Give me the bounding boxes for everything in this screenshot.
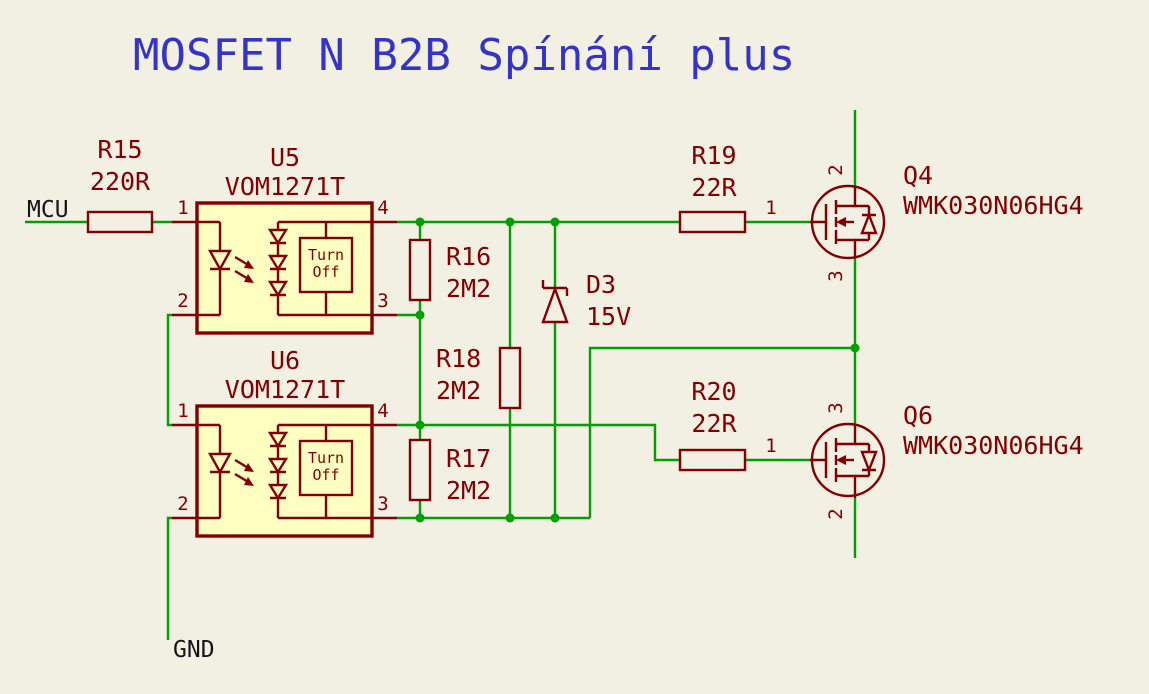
q4-source-tap — [836, 238, 857, 258]
r15-ref-label: R15 — [97, 135, 142, 164]
component-r16[interactable] — [408, 238, 432, 302]
r17-body — [408, 438, 432, 502]
junction-dot — [415, 310, 425, 320]
wire-source-link — [588, 346, 855, 518]
wire-u5-to-u6 — [166, 313, 172, 427]
q6-body-diode-triangle — [860, 450, 878, 474]
r17-ref-label: R17 — [446, 444, 491, 473]
r17-value-label: 2M2 — [446, 476, 491, 505]
component-u6[interactable] — [172, 404, 397, 538]
u5-pin-stubs — [172, 220, 397, 317]
junction-dot — [415, 513, 425, 523]
component-d3[interactable] — [541, 280, 569, 324]
component-q6[interactable] — [810, 422, 886, 498]
q4-value-label: WMK030N06HG4 — [903, 191, 1084, 220]
r19-body — [678, 210, 747, 234]
u6-turnoff-line1: Turn — [308, 449, 344, 467]
junction-dot — [505, 217, 515, 227]
q6-ref-label: Q6 — [903, 401, 933, 430]
r18-ref-label: R18 — [436, 344, 481, 373]
u6-turnoff-line2: Off — [312, 466, 339, 484]
u6-pin3-number: 3 — [377, 493, 388, 515]
d3-anode-triangle — [541, 285, 569, 324]
wire-to-gnd — [166, 516, 172, 640]
r20-value-label: 22R — [691, 409, 737, 438]
r20-ref-label: R20 — [691, 377, 736, 406]
component-u5[interactable] — [172, 201, 397, 335]
junction-dots — [415, 217, 860, 523]
q4-body-diode — [855, 204, 876, 242]
q6-source-pin-number: 3 — [825, 402, 847, 413]
r18-value-label: 2M2 — [436, 376, 481, 405]
u6-ref-label: U6 — [270, 346, 300, 375]
q4-body-diode-triangle — [860, 211, 878, 235]
u6-pin4-number: 4 — [377, 400, 388, 422]
net-label-gnd: GND — [173, 637, 215, 663]
q6-body-diode — [855, 442, 876, 478]
u6-pin1-number: 1 — [177, 400, 188, 422]
junction-dot — [550, 513, 560, 523]
junction-dot — [415, 217, 425, 227]
component-r18[interactable] — [498, 346, 522, 410]
u5-turnoff-line2: Off — [312, 263, 339, 281]
q6-value-label: WMK030N06HG4 — [903, 431, 1084, 460]
r19-value-label: 22R — [691, 173, 737, 202]
component-r17[interactable] — [408, 438, 432, 502]
component-r15[interactable] — [86, 210, 154, 234]
d3-value-label: 15V — [586, 302, 631, 331]
u6-value-label: VOM1271T — [225, 375, 345, 404]
u6-pin-stubs — [172, 423, 397, 520]
wire-u6-pin4-to-r20 — [397, 423, 680, 462]
net-label-mcu: MCU — [27, 197, 69, 223]
r18-body — [498, 346, 522, 410]
u5-pin4-number: 4 — [377, 197, 388, 219]
u5-pin2-number: 2 — [177, 290, 188, 312]
component-r20[interactable] — [678, 448, 747, 472]
d3-ref-label: D3 — [586, 270, 616, 299]
junction-dot — [850, 343, 860, 353]
q4-gate-pin-number: 1 — [765, 197, 776, 219]
u5-pin3-number: 3 — [377, 290, 388, 312]
component-q4[interactable] — [810, 184, 886, 260]
junction-dot — [505, 513, 515, 523]
q6-gate-pin-number: 1 — [765, 435, 776, 457]
u5-ref-label: U5 — [270, 143, 300, 172]
q4-ref-label: Q4 — [903, 161, 933, 190]
r20-body — [678, 448, 747, 472]
component-r19[interactable] — [678, 210, 747, 234]
q4-source-pin-number: 3 — [825, 270, 847, 281]
r15-value-label: 220R — [90, 167, 151, 196]
q4-drain-pin-number: 2 — [825, 164, 847, 175]
q4-drain-tap — [836, 186, 857, 208]
junction-dot — [550, 217, 560, 227]
r16-body — [408, 238, 432, 302]
r16-value-label: 2M2 — [446, 274, 491, 303]
schematic-title: MOSFET N B2B Spínání plus — [133, 30, 795, 81]
u5-value-label: VOM1271T — [225, 172, 345, 201]
r15-body — [86, 210, 154, 234]
junction-dot — [415, 420, 425, 430]
u5-turnoff-line1: Turn — [308, 246, 344, 264]
q6-gate — [810, 442, 828, 478]
q4-gate — [810, 204, 828, 240]
q6-source-tap — [836, 424, 857, 446]
r16-ref-label: R16 — [446, 242, 491, 271]
u6-pin2-number: 2 — [177, 493, 188, 515]
u5-pin1-number: 1 — [177, 197, 188, 219]
q6-drain-pin-number: 2 — [825, 508, 847, 519]
r19-ref-label: R19 — [691, 141, 736, 170]
